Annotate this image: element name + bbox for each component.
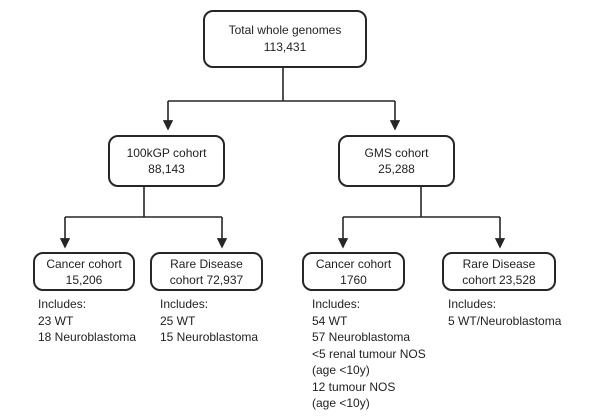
node-title: Total whole genomes [228, 23, 342, 37]
notes-gms-cancer: Includes: 54 WT 57 Neuroblastoma <5 renal t… [312, 296, 426, 412]
connector-kgp-stem [65, 187, 222, 218]
node-value: 113,431 [263, 40, 307, 54]
node-100kgp-cohort: 100kGP cohort 88,143 [108, 135, 225, 187]
node-value: 25,288 [378, 162, 415, 176]
note-line: 5 WT/Neuroblastoma [448, 313, 562, 328]
node-gms-cohort: GMS cohort 25,288 [338, 135, 455, 187]
node-100kgp-cancer-cohort: Cancer cohort 15,206 [33, 252, 135, 291]
node-value: 1760 [340, 272, 367, 287]
node-value: 15,206 [65, 272, 103, 287]
node-title: GMS cohort [364, 146, 429, 160]
note-line: Includes: [448, 297, 497, 311]
note-line: Includes: [312, 297, 361, 311]
node-gms-rare-disease-cohort: Rare Disease cohort 23,528 [442, 252, 556, 291]
node-value: cohort 23,528 [462, 272, 536, 287]
node-value: cohort 72,937 [169, 272, 244, 287]
notes-100kgp-cancer: Includes: 23 WT 18 Neuroblastoma [38, 296, 136, 346]
node-title: Rare Disease [462, 256, 536, 271]
node-gms-cancer-cohort: Cancer cohort 1760 [302, 252, 405, 291]
note-line: (age <10y) [312, 363, 370, 377]
connector-gms-stem [343, 187, 500, 218]
note-line: 15 Neuroblastoma [160, 330, 259, 344]
notes-100kgp-rare-disease: Includes: 25 WT 15 Neuroblastoma [160, 296, 258, 346]
notes-gms-rare-disease: Includes: 5 WT/Neuroblastoma [448, 296, 561, 329]
node-total-whole-genomes: Total whole genomes 113,431 [203, 10, 367, 68]
note-line: Includes: [38, 297, 87, 311]
node-title: Cancer cohort [46, 256, 122, 271]
connector-root-stem [168, 67, 395, 102]
note-line: Includes: [160, 297, 209, 311]
node-100kgp-rare-disease-cohort: Rare Disease cohort 72,937 [150, 252, 263, 291]
note-line: 18 Neuroblastoma [38, 330, 137, 344]
note-line: (age <10y) [312, 396, 370, 410]
note-line: 23 WT [38, 313, 74, 328]
node-value: 88,143 [148, 162, 185, 176]
note-line: 57 Neuroblastoma [312, 330, 411, 344]
note-line: <5 renal tumour NOS [312, 346, 426, 361]
note-line: 54 WT [312, 313, 348, 328]
note-line: 12 tumour NOS [312, 379, 396, 394]
node-title: 100kGP cohort [126, 146, 207, 160]
node-title: Cancer cohort [315, 256, 392, 271]
node-title: Rare Disease [170, 256, 243, 271]
note-line: 25 WT [160, 313, 196, 328]
